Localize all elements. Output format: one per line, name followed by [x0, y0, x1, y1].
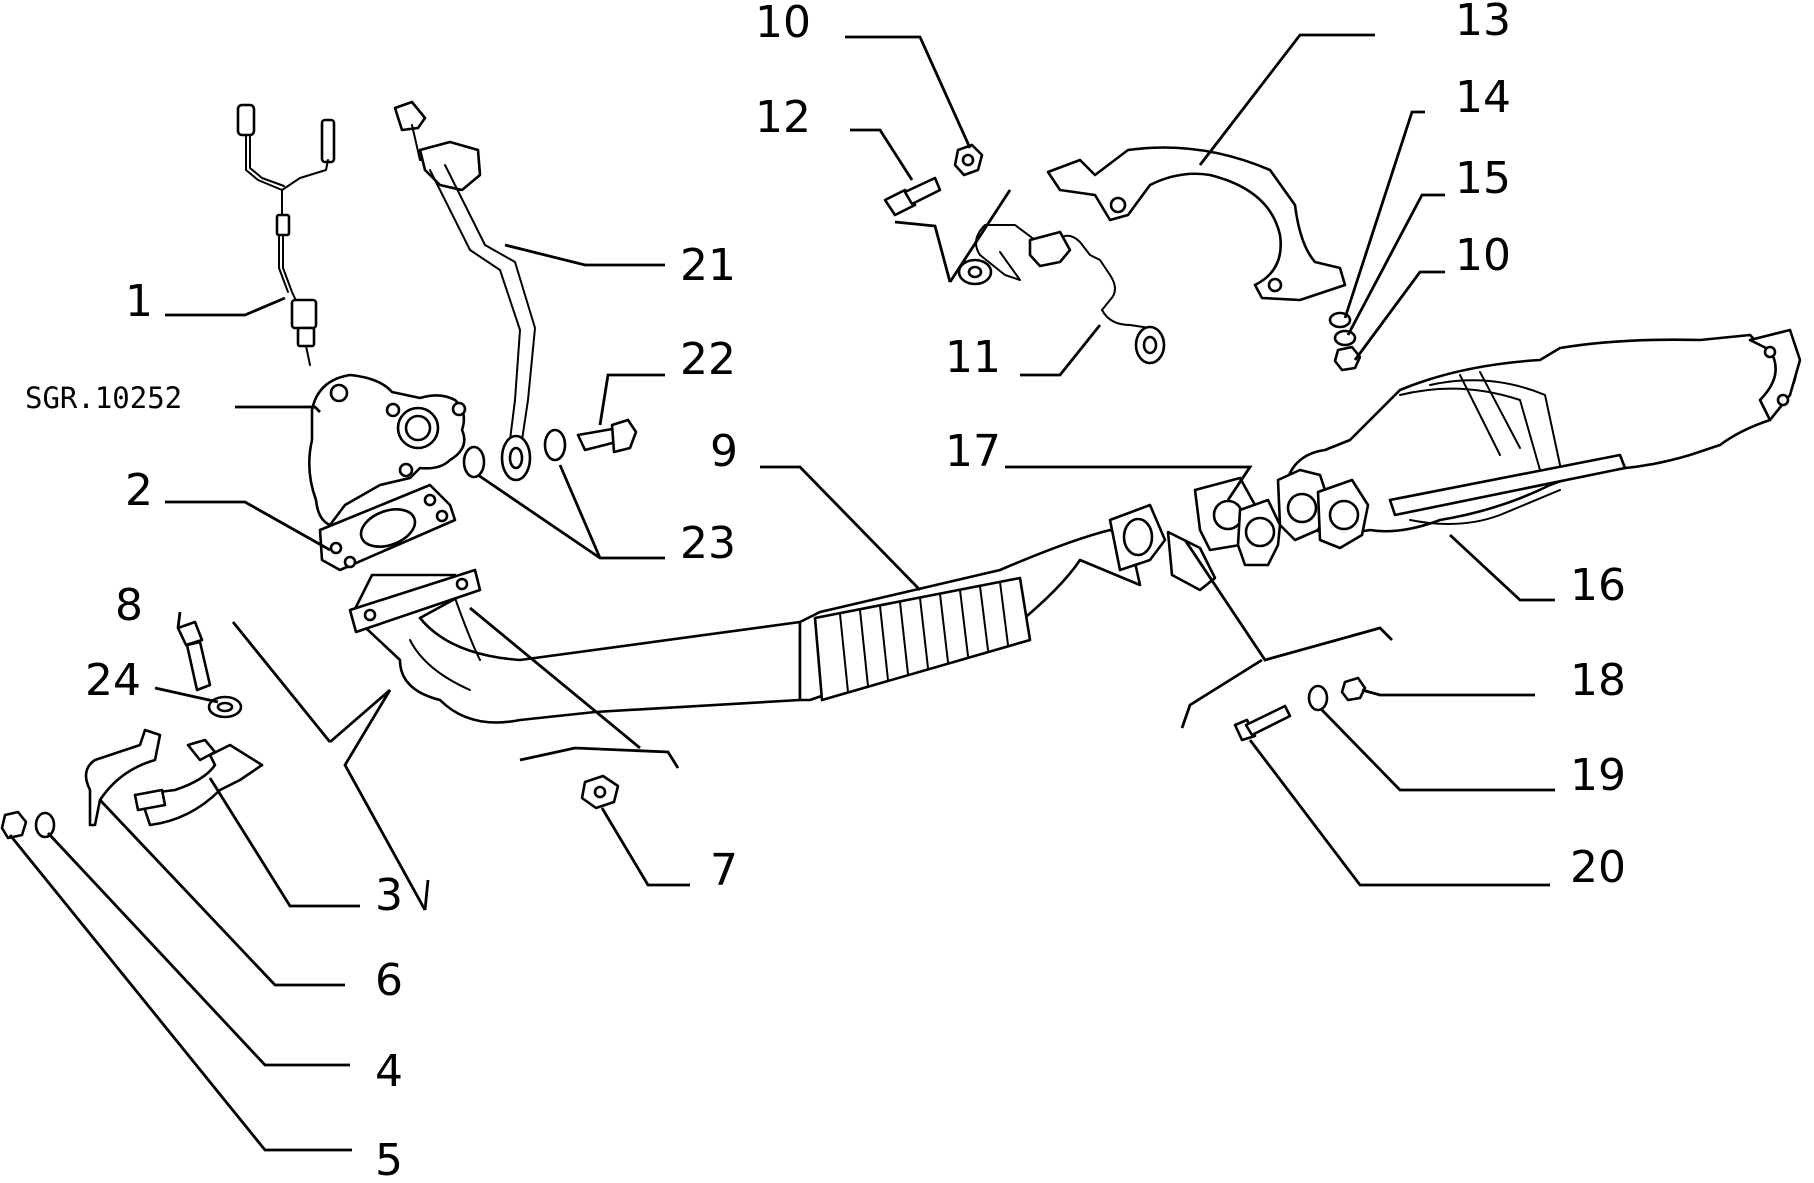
washers-14-15-10	[1328, 311, 1362, 372]
flex-bellows	[813, 576, 1032, 702]
exhaust-clamp-bracket	[84, 728, 264, 827]
callout-9: 9	[710, 426, 738, 477]
callout-21: 21	[680, 240, 736, 291]
callout-19: 19	[1570, 750, 1626, 801]
callout-8: 8	[115, 580, 143, 631]
probe-pipe	[393, 100, 536, 482]
oxygen-sensor	[236, 103, 336, 366]
flange-gasket	[318, 483, 457, 572]
nut-7	[580, 774, 620, 810]
callout-23: 23	[680, 518, 736, 569]
exhaust-front-pipe	[348, 503, 1217, 724]
washer-4	[34, 811, 56, 839]
bracket-assembly	[957, 224, 1166, 365]
washer-19	[1307, 684, 1329, 712]
callout-3: 3	[375, 870, 403, 921]
callout-4: 4	[375, 1046, 403, 1097]
callout-24: 24	[85, 655, 141, 706]
callout-10-right: 10	[1455, 230, 1511, 281]
nut-5	[0, 810, 28, 840]
callout-18: 18	[1570, 655, 1626, 706]
nut-18	[1340, 676, 1367, 702]
callout-6: 6	[375, 955, 403, 1006]
callout-7: 7	[710, 845, 738, 896]
gaskets-pair	[1193, 476, 1282, 567]
leader-lines	[8, 33, 1555, 1152]
catalyst-bracket	[1046, 146, 1347, 302]
callout-17: 17	[945, 426, 1001, 477]
catalytic-converter	[1276, 328, 1802, 550]
bolt-12	[883, 176, 942, 217]
callout-15: 15	[1455, 153, 1511, 204]
callout-labels: 1 2 3 4 5 6 7 8 9 10 10 11 12 13 14 15 1…	[25, 0, 1626, 1183]
callout-14: 14	[1455, 72, 1511, 123]
callout-16: 16	[1570, 560, 1626, 611]
exhaust-manifold-outlet	[307, 373, 467, 527]
nut-10-top	[953, 143, 984, 177]
bolt-22	[576, 418, 638, 454]
callout-2: 2	[125, 465, 153, 516]
bolt-8	[176, 620, 212, 692]
callout-5: 5	[375, 1135, 403, 1183]
bolt-20	[1233, 704, 1292, 742]
callout-10-top: 10	[755, 0, 811, 48]
callout-12: 12	[755, 92, 811, 143]
callout-20: 20	[1570, 842, 1626, 893]
callout-22: 22	[680, 334, 736, 385]
callout-13: 13	[1455, 0, 1511, 46]
drawing-code: SGR.10252	[25, 381, 182, 415]
washers-23	[462, 428, 567, 479]
callout-1: 1	[125, 276, 153, 327]
callout-11: 11	[945, 332, 1001, 383]
